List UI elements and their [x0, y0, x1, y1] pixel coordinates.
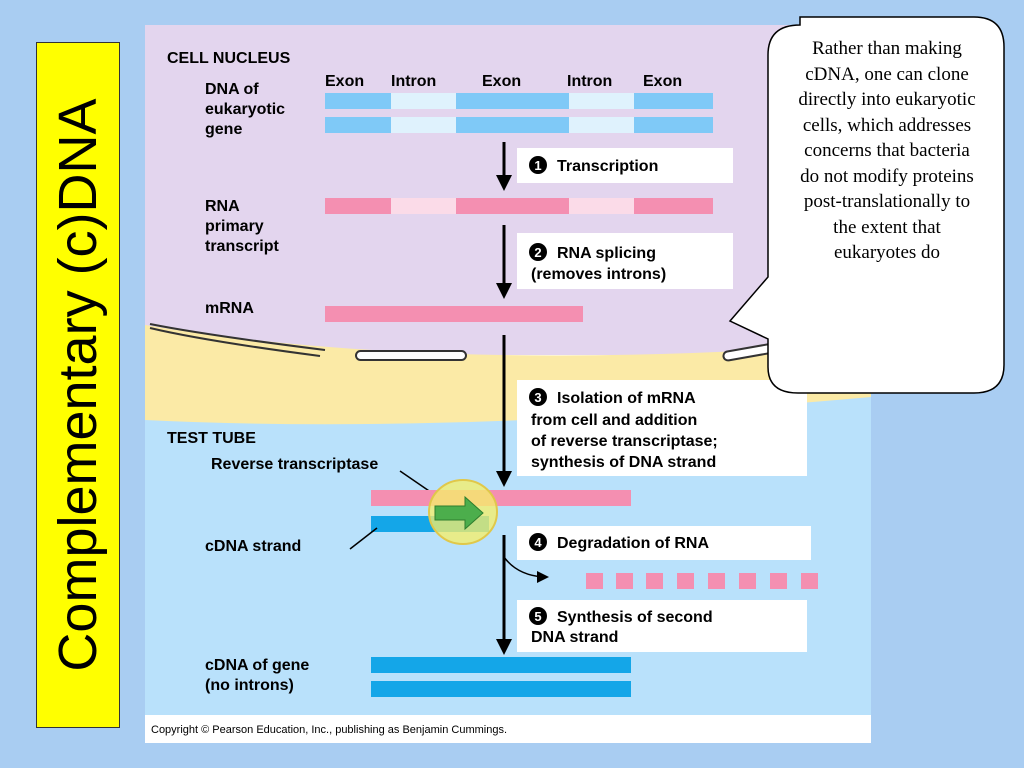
synthesis-direction-arrow [434, 495, 484, 531]
step-number-badge [529, 156, 547, 174]
rna-primary-label: RNA primary transcript [205, 198, 279, 255]
reverse-transcriptase-label: Reverse transcriptase [211, 456, 378, 473]
process-arrows [496, 142, 512, 655]
step-number-badge [529, 388, 547, 406]
step-2: 2 RNA splicing (removes introns) [517, 233, 733, 289]
mrna-strand [325, 306, 583, 322]
cdna-strand-label: cDNA strand [205, 538, 301, 555]
svg-text:5: 5 [534, 609, 541, 624]
svg-text:RNA splicing (removes: RNA splicing (removes introns) [531, 245, 666, 283]
dna-gene-label: DNA of eukaryotic gene [205, 81, 290, 138]
slide-title: Complementary (c)DNA [48, 98, 108, 672]
mrna-label: mRNA [205, 300, 254, 317]
svg-text:1: 1 [534, 158, 541, 173]
copyright-notice: Copyright © Pearson Education, Inc., pub… [151, 724, 507, 736]
nuclear-pore-segment [355, 350, 467, 361]
svg-text:4: 4 [534, 535, 542, 550]
cdna-gene-strand-bottom [371, 681, 631, 697]
test-tube-label: TEST TUBE [167, 430, 256, 447]
step-1: 1 Transcription [517, 148, 733, 183]
step-4: 4 Degradation of RNA [517, 526, 811, 560]
cell-nucleus-label: CELL NUCLEUS [167, 50, 291, 67]
segment-label: Exon [643, 73, 682, 90]
segment-label: Exon [482, 73, 521, 90]
test-tube-region [145, 397, 871, 740]
mrna-template-strand [371, 490, 631, 506]
rna-primary-transcript [325, 198, 713, 214]
nuclear-envelope-segment [149, 323, 326, 351]
segment-label: Exon [325, 73, 364, 90]
svg-text:Isolation of mRNA from: Isolation of mRNA from cell and addition… [531, 390, 722, 471]
slide-title-bar: Complementary (c)DNA [36, 42, 120, 728]
cdna-gene-label: cDNA of gene (no introns) [205, 657, 314, 694]
step-number-badge [529, 533, 547, 551]
svg-text:2: 2 [534, 245, 541, 260]
dna-strand-top [325, 93, 713, 109]
cdna-strand-pointer [349, 527, 378, 550]
svg-text:3: 3 [534, 390, 541, 405]
cdna-diagram: CELL NUCLEUS TEST TUBE Exon Intron Exon … [145, 25, 871, 743]
copyright-strip [145, 715, 871, 743]
step-number-badge [529, 607, 547, 625]
cdna-diagram-panel: CELL NUCLEUS TEST TUBE Exon Intron Exon … [145, 25, 871, 743]
cdna-gene-strand-top [371, 657, 631, 673]
segment-label: Intron [567, 73, 612, 90]
segment-label: Intron [391, 73, 436, 90]
svg-text:Transcription: Transcription [557, 158, 658, 175]
step-3: 3 Isolation of mRNA from cell and additi… [517, 380, 807, 476]
degraded-rna-fragments [586, 573, 818, 589]
callout-text: Rather than making cDNA, one can clone d… [798, 38, 976, 263]
step-number-badge [529, 243, 547, 261]
callout-bubble [728, 16, 1005, 394]
step-5: 5 Synthesis of second DNA strand [517, 600, 807, 652]
svg-text:Degradation of RNA: Degradation of RNA [557, 535, 709, 552]
svg-text:Synthesis of second DN: Synthesis of second DNA strand [531, 609, 717, 646]
dna-strand-bottom [325, 117, 713, 133]
